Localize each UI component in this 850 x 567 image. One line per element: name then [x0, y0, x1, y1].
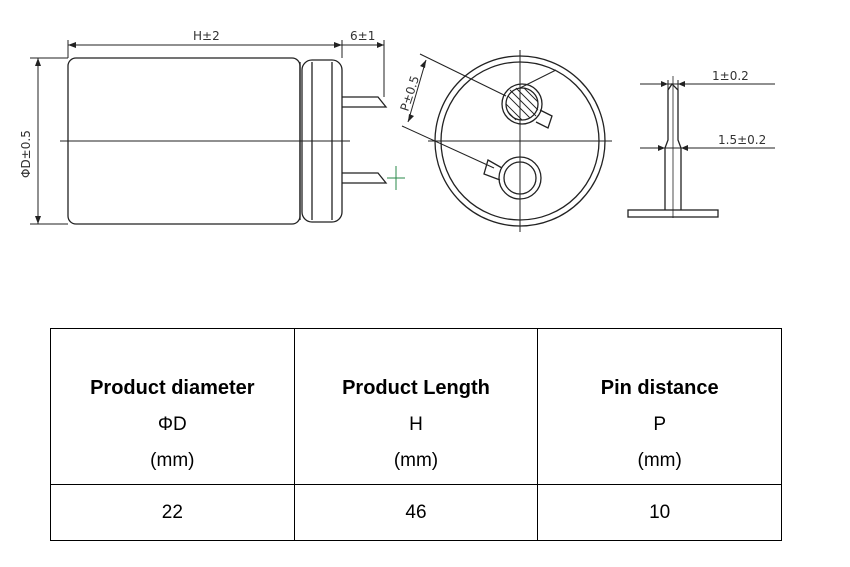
terminal-upper [501, 69, 557, 129]
pin-upper [342, 96, 388, 108]
pin-width-dimension-label: 1±0.2 [712, 69, 749, 83]
end-view [401, 50, 612, 232]
terminal-lower [483, 156, 542, 200]
pin-distance-value-cell: 10 [537, 484, 782, 541]
pin-lower [342, 172, 388, 184]
capacitor-dimension-drawing: H±2 6±1 ΦD±0.5 P±0.5 [19, 29, 775, 232]
pin-detail-view [627, 76, 775, 218]
column-symbol: P [653, 414, 666, 435]
column-title: Pin distance [600, 377, 719, 399]
length-dimension-label: H±2 [193, 29, 220, 43]
pin-length-dimension-label: 6±1 [350, 29, 375, 43]
diameter-value-cell: 22 [50, 484, 295, 541]
table-header-cell: Product diameter ΦD (mm) [50, 328, 295, 485]
table-header-row: Product diameter ΦD (mm) Product Length … [50, 328, 782, 485]
table-header-cell: Pin distance P (mm) [537, 328, 782, 485]
pitch-dimension-label: P±0.5 [398, 74, 423, 113]
column-symbol: H [409, 414, 423, 435]
length-value-cell: 46 [293, 484, 539, 541]
column-title: Product Length [342, 377, 490, 399]
column-symbol: ΦD [157, 414, 187, 435]
table-header-cell: Product Length H (mm) [293, 328, 539, 485]
column-unit: (mm) [150, 450, 195, 471]
table-row: 22 46 10 [50, 484, 782, 541]
pin-shoulder-dimension-label: 1.5±0.2 [718, 133, 766, 147]
column-title: Product diameter [90, 377, 255, 399]
column-unit: (mm) [393, 450, 439, 471]
diameter-dimension-label: ΦD±0.5 [19, 130, 33, 178]
dimension-spec-table: Product diameter ΦD (mm) Product Length … [50, 328, 782, 541]
column-unit: (mm) [637, 450, 682, 471]
side-view [30, 40, 405, 225]
